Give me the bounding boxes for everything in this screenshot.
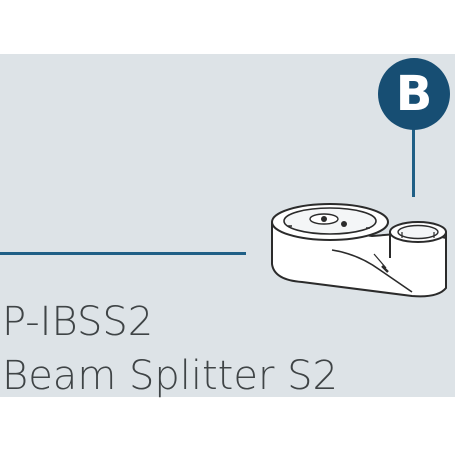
part-name: Beam Splitter S2 (2, 353, 338, 399)
horizontal-leader-line (0, 252, 246, 255)
vertical-leader-line (412, 125, 415, 197)
component-badge: B (378, 58, 450, 130)
beam-splitter-illustration (271, 203, 447, 298)
part-code: P-IBSS2 (2, 299, 154, 345)
